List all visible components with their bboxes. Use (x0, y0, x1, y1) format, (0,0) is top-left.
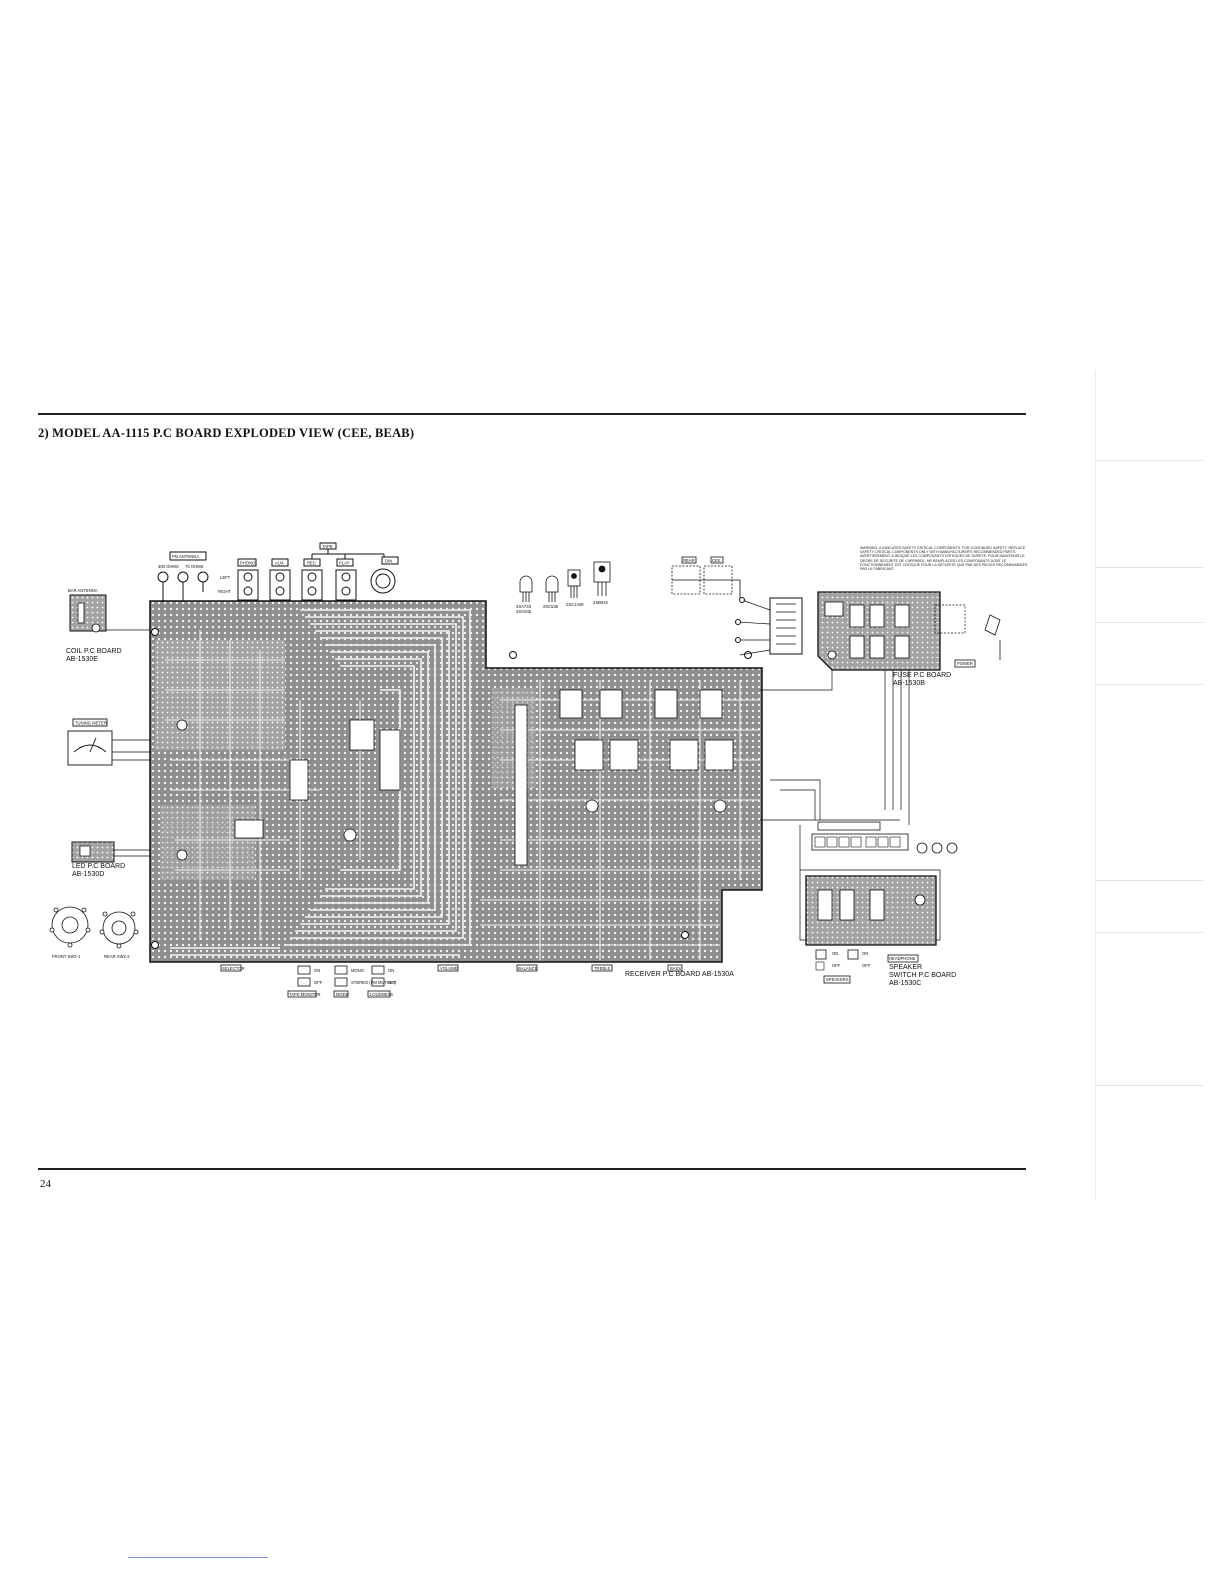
scan-edge-line (1095, 1085, 1203, 1086)
components (176, 689, 734, 866)
top-rule (38, 413, 1026, 415)
input-jacks (157, 542, 399, 602)
label-fm-antenna: FM ANTENNA (172, 554, 199, 559)
scan-edge-line (1095, 684, 1203, 685)
label-off-2: OFF (388, 980, 397, 985)
trace-lattice (165, 630, 760, 960)
label-mode: MODE (336, 992, 349, 997)
receiver-board-caption: RECEIVER P.C BOARD AB-1530A (625, 971, 734, 978)
selector-switch-pinouts (49, 906, 139, 949)
label-rear-sw: REAR SW2-2 (104, 954, 130, 959)
label-speaker-off: OFF (832, 963, 841, 968)
label-tape: TAPE (322, 544, 333, 549)
link-underline (128, 1557, 268, 1558)
scan-edge-line (1095, 622, 1203, 623)
label-off-1: OFF (314, 980, 323, 985)
label-transistor-2: 2SC945 (516, 609, 532, 614)
page-number: 24 (40, 1178, 51, 1190)
transistor-pinouts (519, 561, 611, 602)
fuse-board-caption: FUSE P.C BOARD AB-1530B (893, 672, 952, 687)
label-balance: BALANCE (518, 966, 538, 971)
outlet-blocks (671, 556, 741, 598)
label-power: POWER (957, 661, 973, 666)
scan-edge-line (1095, 460, 1203, 461)
label-speaker-on: ON (832, 951, 838, 956)
tuning-meter (67, 718, 150, 766)
label-mono: MONO (351, 968, 365, 973)
label-right: RIGHT (218, 589, 231, 594)
scan-edge-line (1095, 880, 1203, 881)
bus-traces (170, 609, 471, 956)
label-rear: REAR (683, 558, 695, 563)
led-board (71, 841, 150, 863)
label-left: LEFT (220, 575, 231, 580)
label-transistor-4: 2SC1449 (566, 602, 584, 607)
page-title: 2) MODEL AA-1115 P.C BOARD EXPLODED VIEW… (38, 426, 415, 440)
label-play: PLAY (339, 561, 350, 566)
speaker-board (805, 821, 958, 984)
label-loudness: LOUDNESS (370, 992, 393, 997)
label-on-1: ON (314, 968, 320, 973)
label-speakers: SPEAKERS (826, 977, 849, 982)
label-transistor-5: 2SB632 (593, 600, 609, 605)
label-bar-antenna: BAR ANTENNA (68, 588, 98, 593)
label-transistor-3: 2SC536 (543, 604, 559, 609)
label-aux: AUX (275, 561, 284, 566)
label-din: DIN (385, 559, 392, 564)
led-board-caption: LED P.C BOARD AB-1530D (72, 863, 126, 878)
label-bass: BASS (670, 966, 681, 971)
speaker-board-caption: SPEAKER SWITCH P.C BOARD AB-1530C (889, 964, 957, 987)
label-front-sw: FRONT SW2-1 (52, 954, 81, 959)
mounting-holes (151, 628, 752, 949)
front-switches (220, 964, 683, 998)
label-speaker-off-2: OFF (862, 963, 871, 968)
fuse-board (817, 591, 1001, 671)
transformer (735, 597, 803, 656)
label-rec: REC (307, 561, 316, 566)
label-75-ohms: 75 OHMS (185, 564, 204, 569)
label-tuning-meter: TUNING METER (75, 721, 107, 726)
label-headphone: HEADPHONE (889, 956, 916, 961)
label-volume: VOLUME (440, 966, 458, 971)
label-speaker-on-2: ON (862, 951, 868, 956)
label-selector: SELECTOR (222, 966, 245, 971)
label-tape-monitor: TAPE MONITOR (289, 992, 321, 997)
coil-board (69, 594, 150, 633)
bottom-rule (38, 1168, 1026, 1170)
label-cee: CEE (712, 558, 721, 563)
wiring (760, 670, 941, 941)
label-treble: TREBLE (594, 966, 610, 971)
label-phono: PHONO (240, 561, 256, 566)
safety-warning: WARNING: A INDICATES SAFETY CRITICAL COM… (860, 546, 1028, 572)
label-300-ohms: 300 OHMS (158, 564, 179, 569)
scan-edge (1095, 370, 1096, 1200)
scan-edge-line (1095, 567, 1203, 568)
label-transistor-1: 2SA733 (516, 604, 532, 609)
coil-board-caption: COIL P.C BOARD AB-1530E (66, 648, 122, 663)
label-on-2: ON (388, 968, 394, 973)
label-stereo: STEREO (FM MUTING) (351, 980, 397, 985)
scan-edge-line (1095, 932, 1203, 933)
